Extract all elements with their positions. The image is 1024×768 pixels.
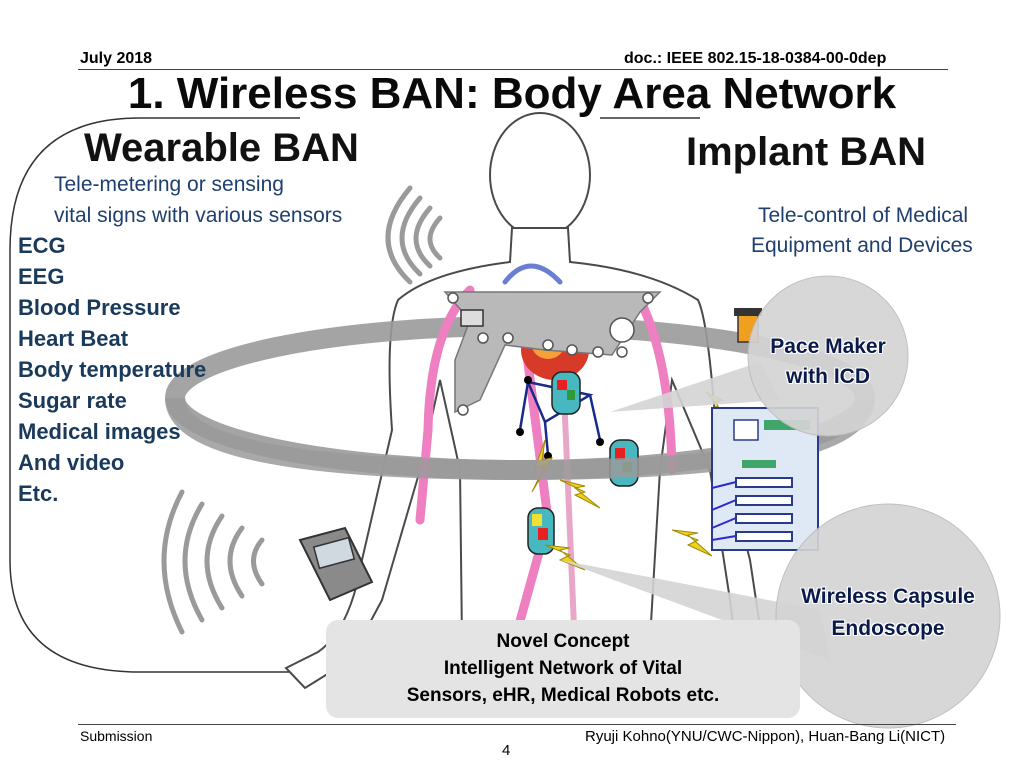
sensor-item: ECG: [18, 233, 66, 258]
capsule-label-line1: Wireless Capsule: [801, 585, 975, 608]
concept-line3: Sensors, eHR, Medical Robots etc.: [406, 685, 720, 706]
concept-line2: Intelligent Network of Vital: [443, 658, 683, 679]
wearable-desc-line1: Tele-metering or sensing: [54, 173, 284, 196]
capsule-label-line2: Endoscope: [831, 617, 945, 640]
frame-outline: [9, 117, 330, 673]
page-number: 4: [502, 742, 511, 759]
wrist-monitor-icon: [298, 526, 374, 602]
sensor-item: Medical images: [18, 419, 181, 444]
ecg-electrode-harness: [443, 291, 662, 416]
header-date: July 2018: [80, 50, 153, 67]
footer-rule: [78, 724, 956, 725]
capsule-endoscope-label: Wireless Capsule Endoscope: [774, 581, 1002, 645]
infusion-pump-icon: [711, 407, 819, 551]
pacemaker-label-line1: Pace Maker: [770, 335, 886, 358]
wearable-ban-heading: Wearable BAN: [84, 126, 359, 170]
footer-authors: Ryuji Kohno(YNU/CWC-Nippon), Huan-Bang L…: [585, 728, 946, 745]
human-body: [284, 112, 764, 690]
sensor-item: Etc.: [18, 481, 59, 506]
header-rule: [78, 69, 948, 70]
implant-ban-heading: Implant BAN: [686, 130, 926, 174]
novel-concept-box: Novel Concept Intelligent Network of Vit…: [326, 620, 800, 718]
concept-line1: Novel Concept: [496, 631, 630, 652]
page-title: 1. Wireless BAN: Body Area Network: [127, 69, 897, 118]
pacemaker-label-line2: with ICD: [786, 365, 870, 388]
header-doc-id: doc.: IEEE 802.15-18-0384-00-0dep: [624, 50, 887, 67]
sensor-item: And video: [18, 450, 125, 475]
pacemaker-label: Pace Maker with ICD: [748, 332, 908, 392]
implant-desc-line1: Tele-control of Medical: [758, 204, 969, 227]
sensor-list: ECG EEG Blood Pressure Heart Beat Body t…: [18, 230, 206, 509]
sensor-item: EEG: [18, 264, 65, 289]
wearable-desc-line2: vital signs with various sensors: [54, 204, 343, 227]
wireless-waves-wrist: [161, 489, 265, 635]
sensor-item: Body temperature: [18, 357, 207, 382]
footer-submission: Submission: [80, 728, 153, 744]
implant-capsule-1: [551, 371, 581, 415]
sensor-item: Heart Beat: [18, 326, 129, 351]
implant-capsule-3: [527, 507, 555, 555]
sensor-item: Sugar rate: [18, 388, 127, 413]
sensor-item: Blood Pressure: [18, 295, 181, 320]
wireless-waves-head: [385, 185, 443, 285]
implant-desc-line2: Equipment and Devices: [751, 234, 973, 257]
pacemaker-callout: [610, 275, 909, 437]
